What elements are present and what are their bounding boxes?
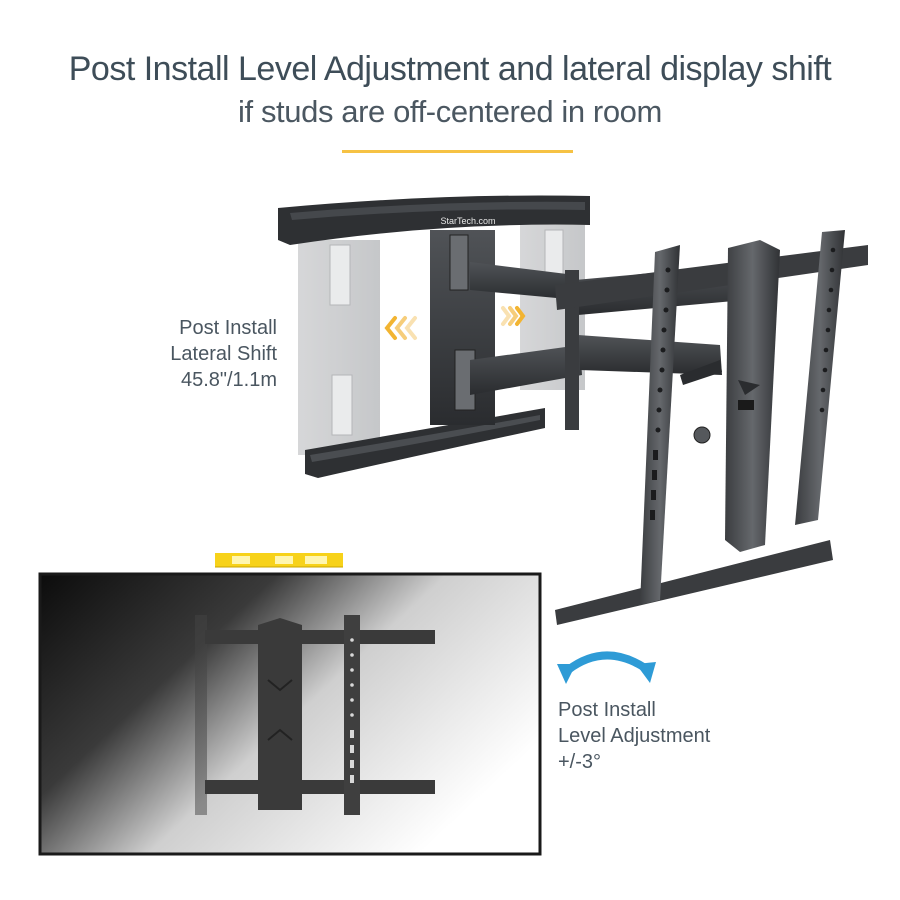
- lateral-shift-arrows-icon: [384, 306, 526, 340]
- lateral-shift-value: 45.8"/1.1m: [180, 369, 277, 391]
- lateral-shift-callout: Post Install Lateral Shift 45.8"/1.1m: [130, 315, 277, 393]
- page-title: Post Install Level Adjustment and latera…: [68, 50, 832, 88]
- lateral-shift-line1: Post Install: [179, 317, 277, 339]
- accent-divider: [342, 150, 573, 153]
- level-adjustment-callout: Post Install Level Adjustment +/-3°: [558, 697, 778, 775]
- lateral-shift-line2: Lateral Shift: [170, 343, 277, 365]
- tv-rear-view-inset: [38, 572, 542, 856]
- brand-logo: StarTech.com: [440, 216, 495, 226]
- level-adjustment-line1: Post Install: [558, 699, 656, 721]
- bubble-level-icon: [215, 553, 343, 568]
- level-adjustment-value: +/-3°: [558, 751, 602, 773]
- page-subtitle: if studs are off-centered in room: [238, 94, 662, 129]
- level-adjustment-line2: Level Adjustment: [558, 725, 711, 747]
- ghost-wall-plate-left: [298, 240, 380, 455]
- tilt-curved-arrow-icon: [557, 651, 656, 684]
